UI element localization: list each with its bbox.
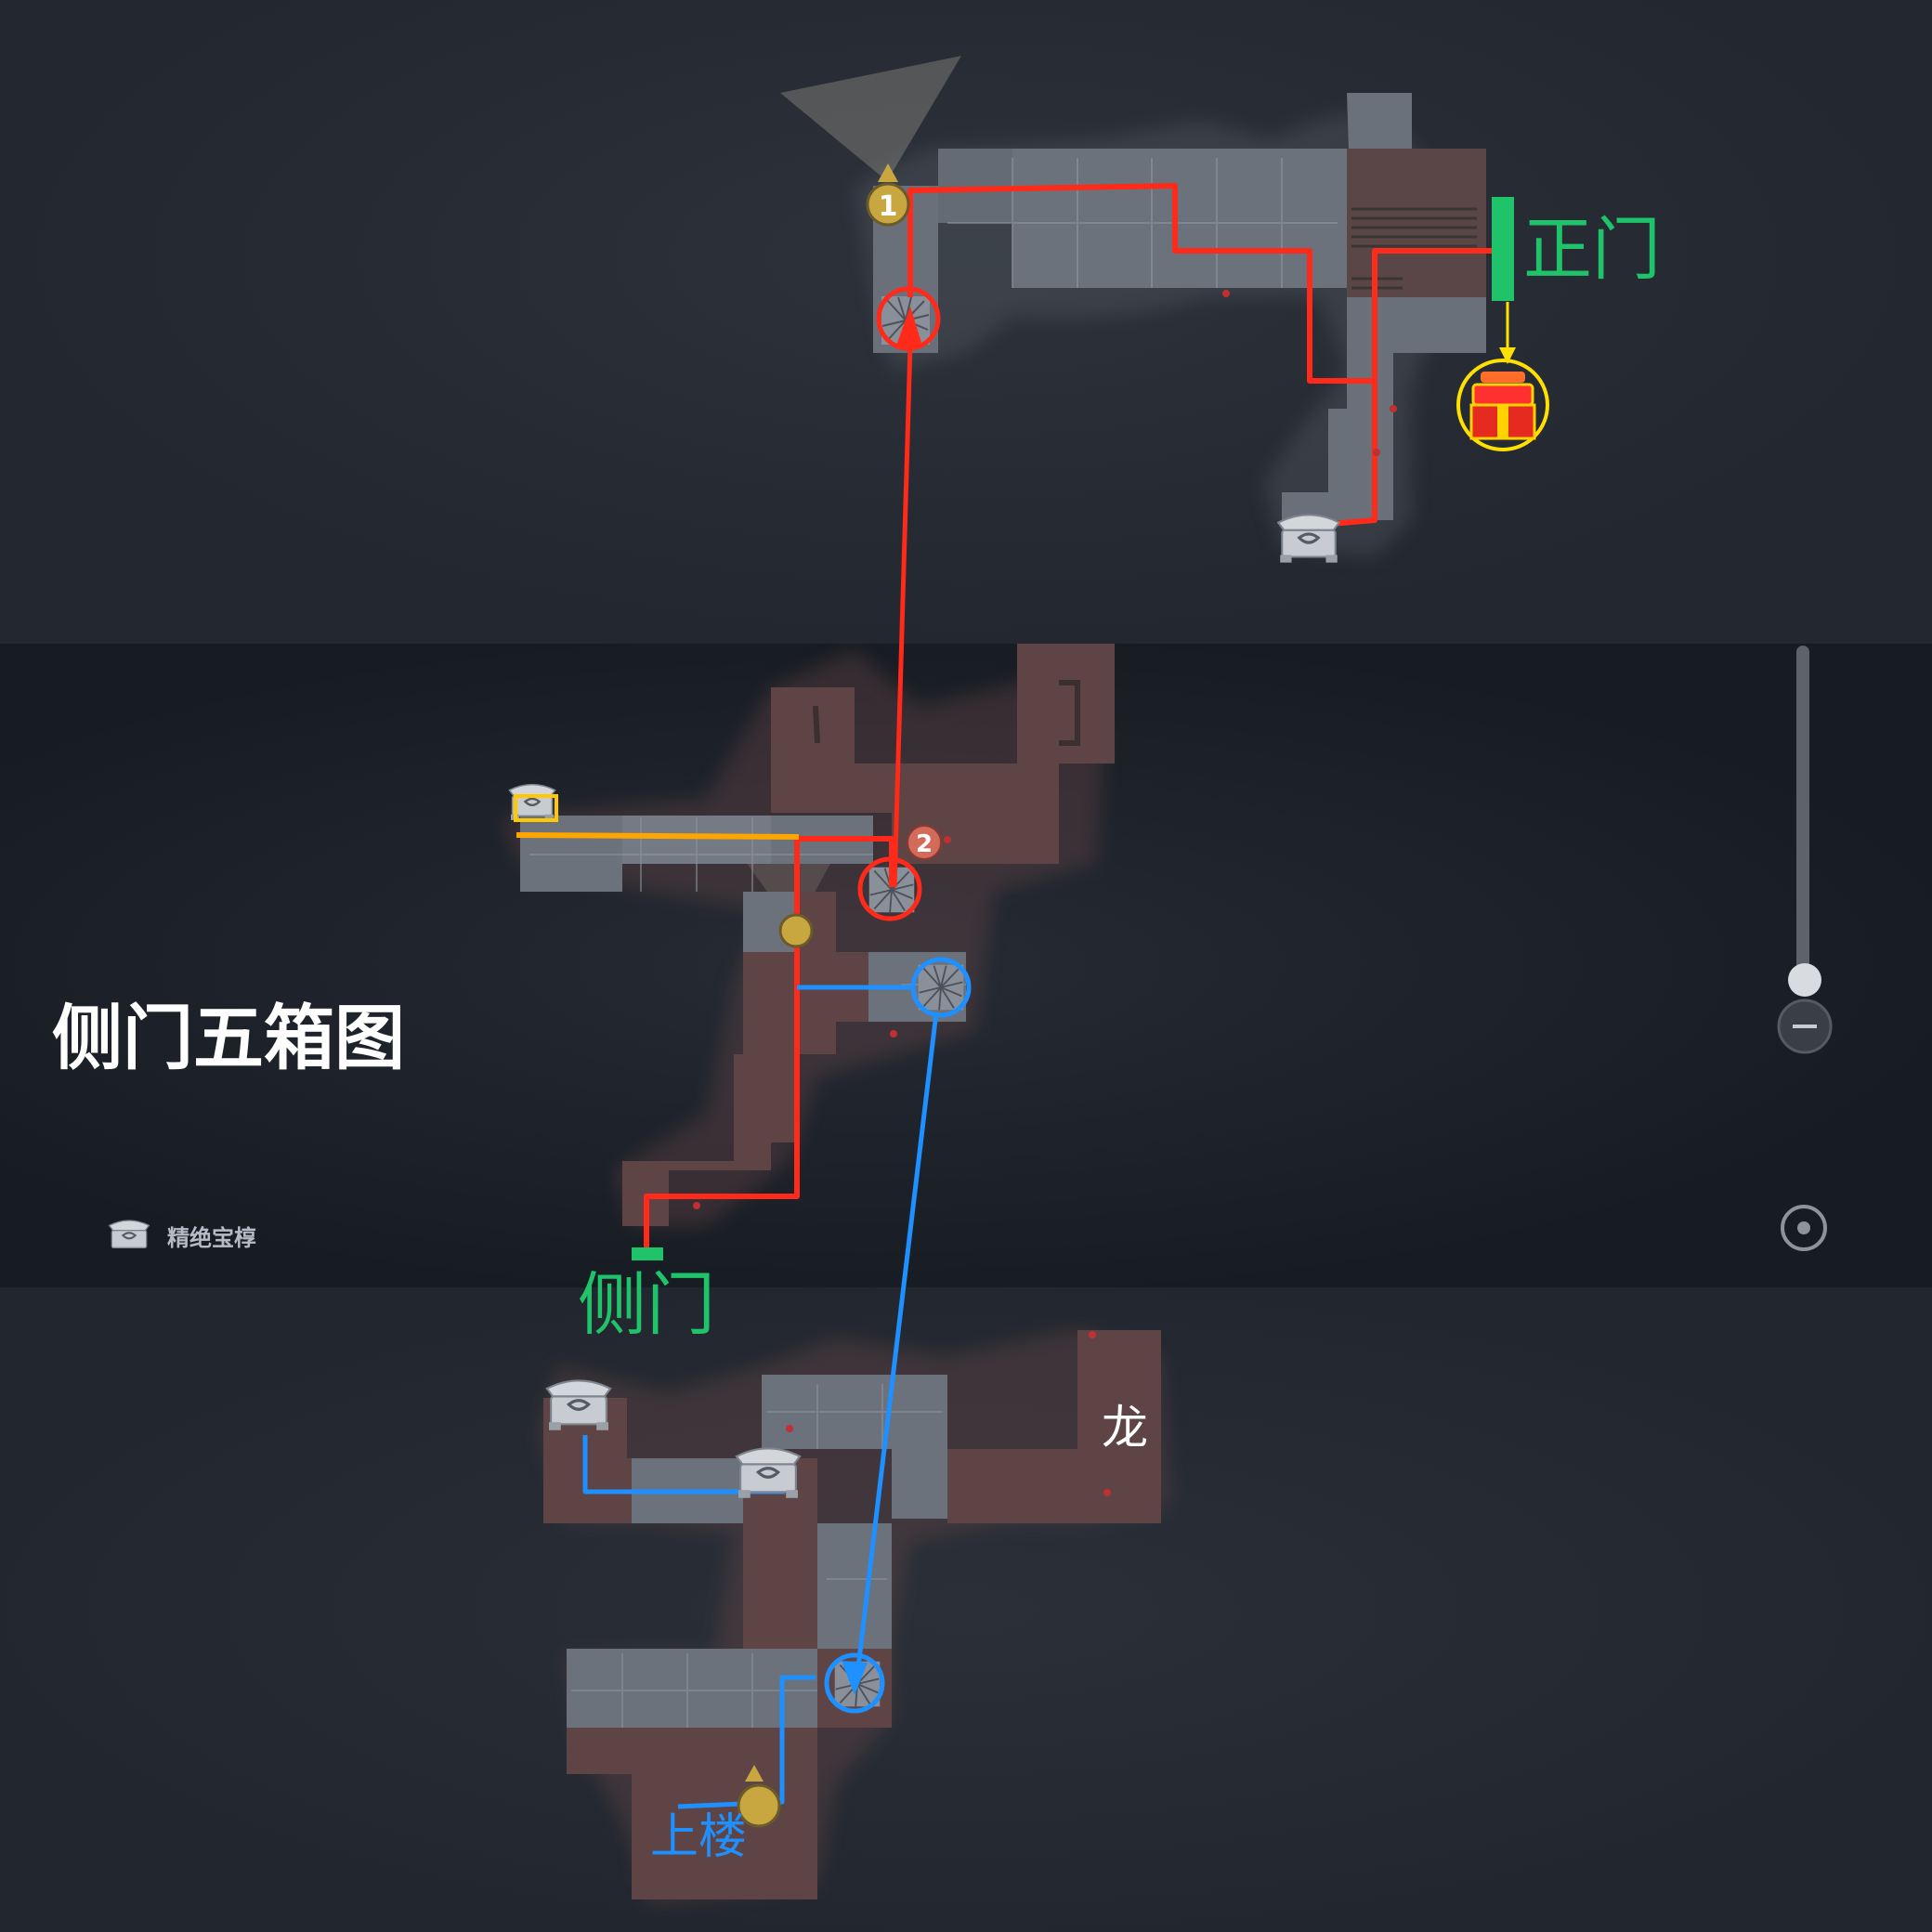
stairs-icon [917,963,965,1012]
route-orange [516,832,800,840]
side-gate-label: 侧门 [578,1265,715,1345]
zoom-handle[interactable] [1788,963,1821,997]
chest-icon[interactable] [735,1446,802,1500]
compass-icon[interactable] [1781,1205,1827,1251]
map-title: 侧门五箱图 [52,997,405,1079]
map-dots [693,290,1397,1496]
zoom-slider[interactable] [1777,646,1833,1054]
dragon-label: 龙 [1102,1401,1148,1455]
chest-icon-highlighted[interactable] [508,783,558,822]
upstairs-label: 上楼 [650,1809,748,1865]
main-gate-marker [1492,197,1514,301]
upper-floor-rooms [855,93,1486,558]
chest-icon[interactable] [545,1378,612,1432]
side-gate-marker [632,1247,663,1260]
legend-text: 精绝宝椁 [167,1224,256,1251]
waypoint-number-1: 1 [879,190,898,223]
chest-icon[interactable] [1276,513,1341,565]
waypoint-badge-2 [907,825,942,860]
route-red [644,183,1495,1252]
chest-icon [108,1220,150,1248]
treasure-chest-icon[interactable] [1456,359,1549,451]
main-gate-label: 正门 [1523,210,1661,290]
waypoint-number-2: 2 [916,830,933,858]
route-blue [582,957,972,1809]
lower-floor-rooms [539,1328,1170,1904]
player-position-icon [866,163,910,227]
player-position-icon [778,913,814,948]
player-position-icon [737,1765,781,1828]
vision-cone-top [780,56,961,181]
legend: 精绝宝椁 [104,1217,256,1254]
